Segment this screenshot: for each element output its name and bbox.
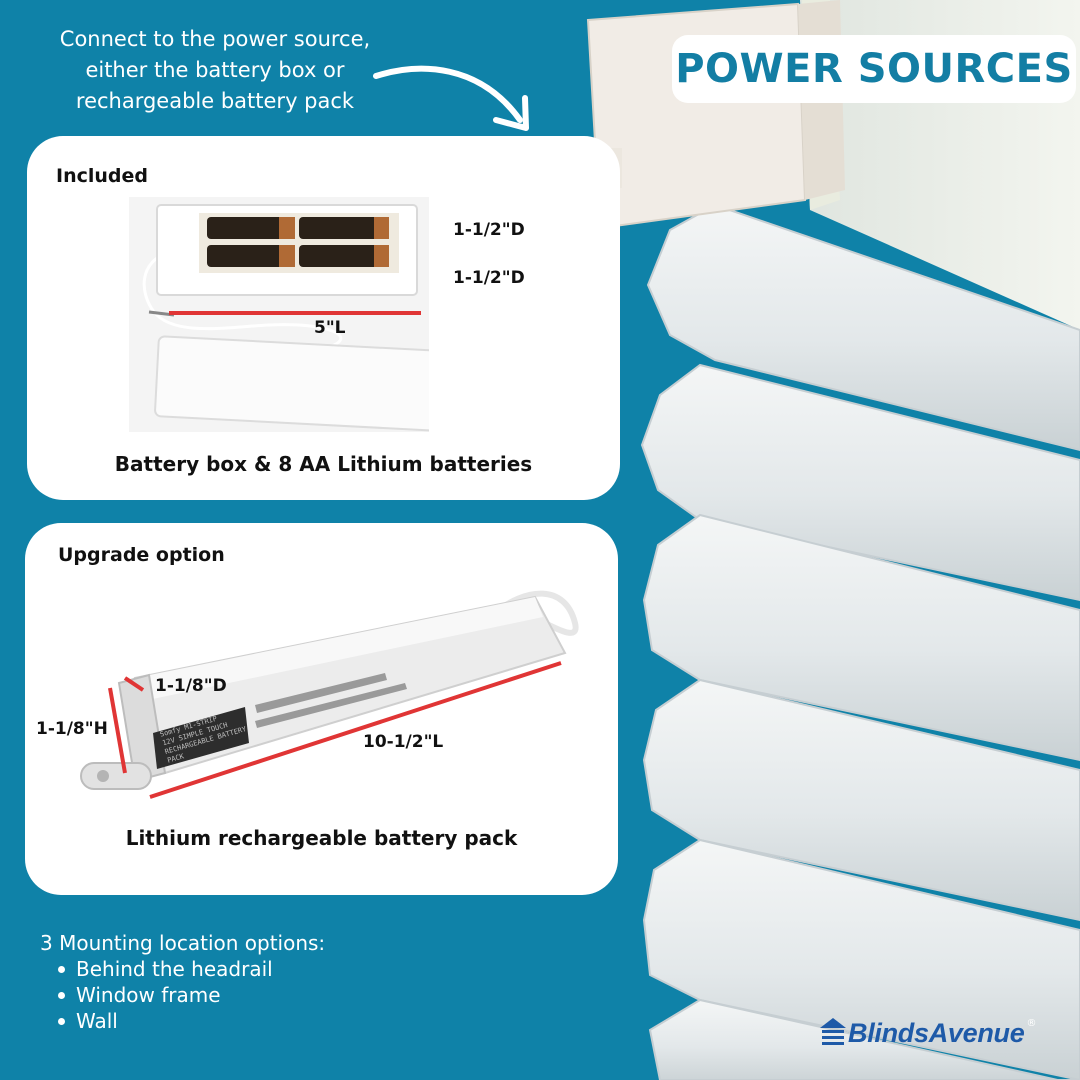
dimension-arrows bbox=[169, 311, 421, 315]
dimension-label-height: 1-1/8"H bbox=[36, 719, 108, 739]
battery-pack-photo bbox=[80, 590, 579, 799]
fine-print-label bbox=[255, 673, 407, 728]
dimension-label-depth-bottom: 1-1/2"D bbox=[453, 268, 525, 288]
mounting-list: Behind the headrail Window frame Wall bbox=[56, 956, 325, 1034]
included-heading: Included bbox=[56, 165, 148, 187]
title-badge: POWER SOURCES bbox=[672, 35, 1076, 103]
dimension-label-length: 5"L bbox=[314, 318, 346, 338]
curved-arrow-icon bbox=[373, 65, 529, 131]
intro-line: rechargeable battery pack bbox=[75, 89, 355, 113]
list-item: Behind the headrail bbox=[56, 956, 325, 982]
battery-box-photo bbox=[129, 197, 429, 432]
blindsavenue-logo: BlindsAvenue ® bbox=[818, 1016, 1036, 1050]
upgrade-caption: Lithium rechargeable battery pack bbox=[125, 826, 518, 850]
aa-batteries bbox=[207, 217, 389, 267]
mounting-options: 3 Mounting location options: Behind the … bbox=[40, 930, 325, 1034]
included-caption: Battery box & 8 AA Lithium batteries bbox=[114, 452, 533, 476]
intro-text: Connect to the power source, either the … bbox=[30, 24, 400, 117]
dimension-label-length: 10-1/2"L bbox=[363, 732, 444, 752]
upgrade-heading: Upgrade option bbox=[58, 544, 225, 566]
shade-pleats bbox=[640, 203, 1080, 1080]
logo-text: BlindsAvenue bbox=[848, 1017, 1025, 1048]
dimension-label-depth-top: 1-1/2"D bbox=[453, 220, 525, 240]
dimension-label-depth: 1-1/8"D bbox=[155, 676, 227, 696]
list-item: Window frame bbox=[56, 982, 325, 1008]
page-title: POWER SOURCES bbox=[675, 46, 1073, 92]
cellular-shade-photo bbox=[541, 0, 1080, 1080]
house-logo-icon bbox=[820, 1018, 846, 1045]
upgrade-card: Upgrade option Somfy M1-STRIP 12V SIMPLE… bbox=[25, 523, 618, 895]
list-item: Wall bbox=[56, 1008, 325, 1034]
registered-mark: ® bbox=[1026, 1017, 1037, 1029]
intro-line: either the battery box or bbox=[85, 58, 345, 82]
intro-line: Connect to the power source, bbox=[59, 27, 371, 51]
dimension-arrows bbox=[108, 661, 562, 799]
included-card: Included 1-1/2"D 1-1/2"D 5"L Ba bbox=[27, 136, 620, 500]
mounting-heading: 3 Mounting location options: bbox=[40, 931, 326, 955]
